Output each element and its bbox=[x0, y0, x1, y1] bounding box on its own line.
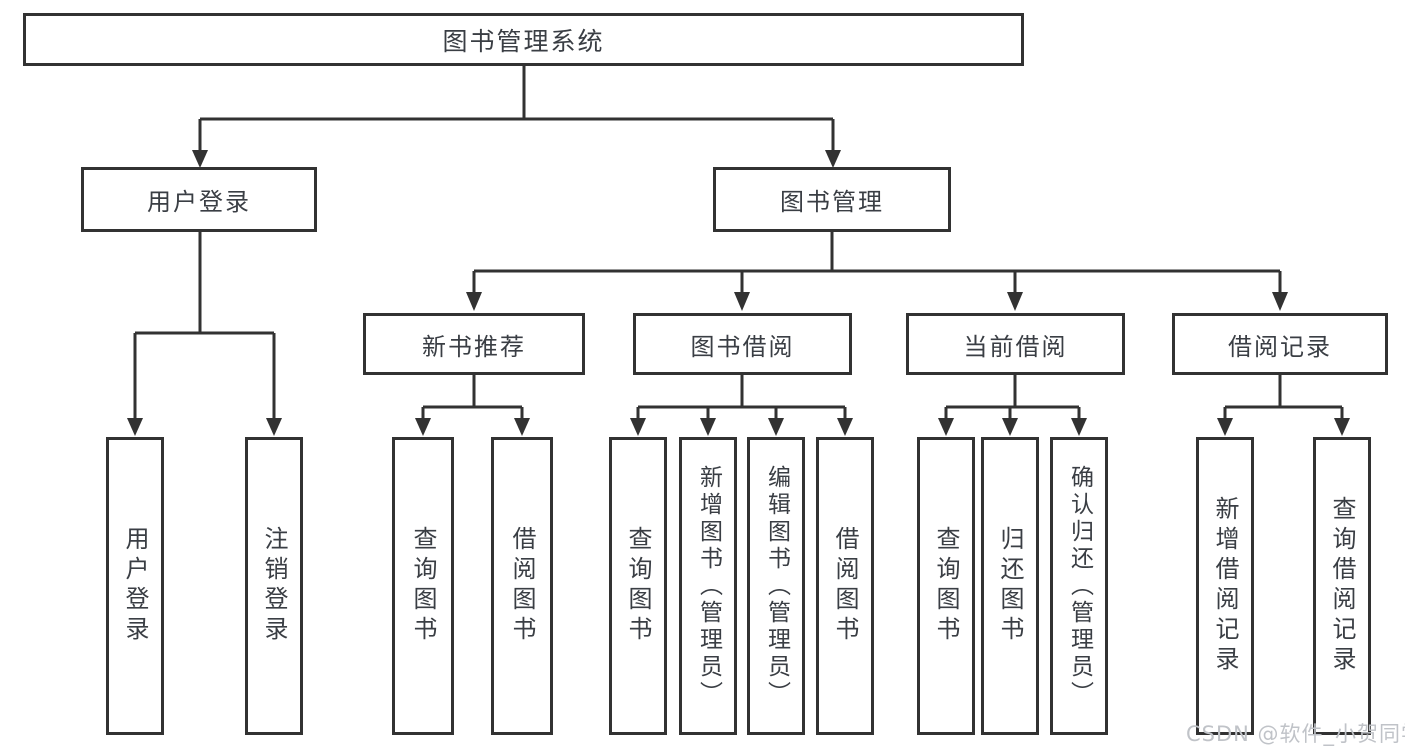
leaf-return-books-label: 归还图书 bbox=[996, 526, 1024, 646]
arrowhead bbox=[1071, 418, 1087, 436]
arrowhead bbox=[1217, 418, 1233, 436]
arrowhead bbox=[837, 418, 853, 436]
node-library-management-system-label: 图书管理系统 bbox=[442, 26, 605, 56]
leaf-query-borrow-record-label: 查询借阅记录 bbox=[1328, 496, 1356, 676]
node-user-login-label: 用户登录 bbox=[147, 188, 251, 216]
arrowhead bbox=[1272, 292, 1288, 311]
leaf-edit-books-admin-label: 编辑图书（管理员） bbox=[763, 464, 790, 708]
node-user-login: 用户登录 bbox=[81, 167, 317, 232]
leaf-query-books-current-label: 查询图书 bbox=[932, 526, 960, 646]
leaf-query-books-current: 查询图书 bbox=[917, 437, 975, 735]
leaf-return-books: 归还图书 bbox=[981, 437, 1039, 735]
leaf-logout: 注销登录 bbox=[245, 437, 303, 735]
leaf-add-borrow-record-label: 新增借阅记录 bbox=[1211, 496, 1239, 676]
leaf-borrow-books: 借阅图书 bbox=[816, 437, 874, 735]
leaf-confirm-return-admin-label: 确认归还（管理员） bbox=[1066, 464, 1093, 708]
arrowhead bbox=[825, 150, 841, 168]
node-book-borrowing-label: 图书借阅 bbox=[690, 332, 795, 361]
arrowhead bbox=[700, 418, 716, 436]
watermark-text: CSDN @软件_小贺同学 bbox=[1186, 722, 1405, 746]
node-book-management-label: 图书管理 bbox=[780, 188, 884, 216]
leaf-logout-label: 注销登录 bbox=[260, 526, 288, 646]
arrowhead bbox=[734, 292, 750, 311]
arrowhead bbox=[768, 418, 784, 436]
arrowhead bbox=[192, 150, 208, 168]
arrowhead bbox=[466, 292, 482, 311]
arrowhead bbox=[1334, 418, 1350, 436]
leaf-borrow-books-recommend: 借阅图书 bbox=[491, 437, 553, 735]
arrowhead bbox=[1002, 418, 1018, 436]
node-new-book-recommend: 新书推荐 bbox=[363, 313, 585, 375]
leaf-query-books-borrowing-label: 查询图书 bbox=[624, 526, 652, 646]
arrowhead bbox=[415, 418, 431, 436]
node-book-management: 图书管理 bbox=[713, 167, 951, 232]
node-current-borrowing-label: 当前借阅 bbox=[963, 332, 1068, 361]
leaf-query-books-borrowing: 查询图书 bbox=[609, 437, 667, 735]
leaf-add-borrow-record: 新增借阅记录 bbox=[1196, 437, 1254, 735]
node-borrowing-records: 借阅记录 bbox=[1172, 313, 1388, 375]
arrowhead bbox=[266, 418, 282, 436]
leaf-add-books-admin-label: 新增图书（管理员） bbox=[695, 464, 722, 708]
arrowhead bbox=[630, 418, 646, 436]
leaf-query-borrow-record: 查询借阅记录 bbox=[1313, 437, 1371, 735]
node-book-borrowing: 图书借阅 bbox=[633, 313, 852, 375]
arrowhead bbox=[938, 418, 954, 436]
leaf-query-books-recommend: 查询图书 bbox=[392, 437, 454, 735]
node-current-borrowing: 当前借阅 bbox=[906, 313, 1125, 375]
arrowhead bbox=[127, 418, 143, 436]
node-library-management-system: 图书管理系统 bbox=[23, 13, 1024, 66]
leaf-edit-books-admin: 编辑图书（管理员） bbox=[747, 437, 805, 735]
leaf-confirm-return-admin: 确认归还（管理员） bbox=[1050, 437, 1108, 735]
leaf-query-books-recommend-label: 查询图书 bbox=[409, 526, 437, 646]
leaf-user-login: 用户登录 bbox=[106, 437, 164, 735]
leaf-borrow-books-label: 借阅图书 bbox=[831, 526, 859, 646]
leaf-borrow-books-recommend-label: 借阅图书 bbox=[508, 526, 536, 646]
leaf-add-books-admin: 新增图书（管理员） bbox=[679, 437, 737, 735]
node-borrowing-records-label: 借阅记录 bbox=[1228, 332, 1332, 361]
node-new-book-recommend-label: 新书推荐 bbox=[422, 332, 526, 361]
leaf-user-login-label: 用户登录 bbox=[121, 526, 149, 646]
arrowhead bbox=[514, 418, 530, 436]
arrowhead bbox=[1007, 292, 1023, 311]
